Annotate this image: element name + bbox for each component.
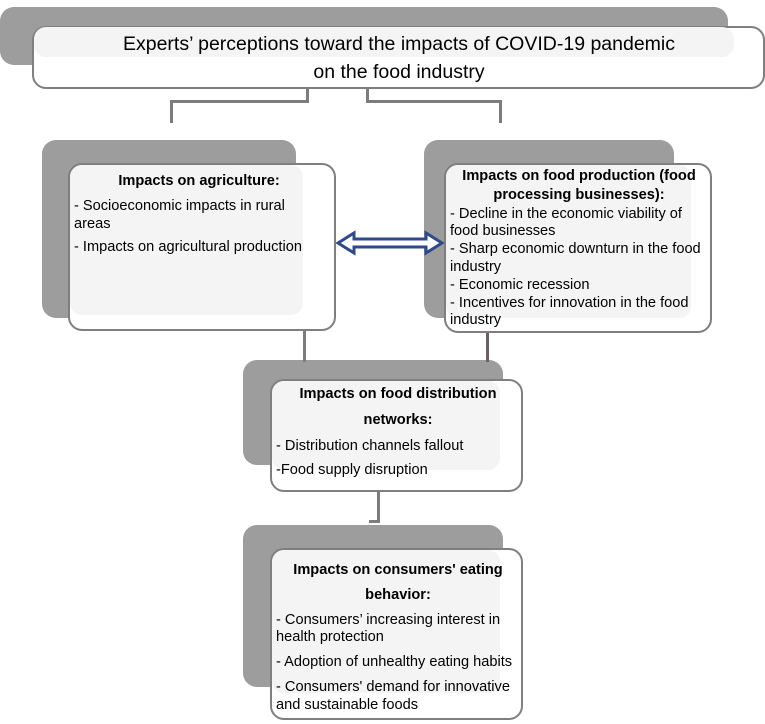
connector-agriculture-to-distribution	[303, 331, 306, 362]
consumers-item-1: - Adoption of unhealthy eating habits	[276, 654, 513, 671]
agriculture-content: Impacts on agriculture: - Socioeconomic …	[74, 173, 324, 263]
connector-title-right-vertical-bottom	[499, 100, 502, 123]
food-production-text-plate	[446, 165, 691, 318]
connector-food-production-to-distribution	[486, 333, 489, 362]
food-production-header-line-2: processing businesses):	[493, 186, 665, 203]
consumers-content: Impacts on consumers' eating behavior: -…	[276, 562, 520, 722]
distribution-header-line-2: networks:	[363, 411, 433, 428]
title-line-2: on the food industry	[313, 60, 485, 83]
consumers-text-plate	[272, 550, 500, 693]
connector-distribution-to-consumers-tick	[369, 520, 380, 523]
food-production-header-line-1: Impacts on food production (food	[462, 168, 696, 184]
title-line-1: Experts’ perceptions toward the impacts …	[122, 33, 676, 55]
connector-title-right-vertical-top	[366, 89, 369, 103]
consumers-item-0: - Consumers’ increasing interest in heal…	[276, 611, 501, 646]
food-production-item-3: - Incentives for innovation in the food …	[450, 294, 689, 329]
distribution-text-plate	[272, 381, 500, 470]
double-headed-arrow-icon	[336, 230, 444, 256]
consumers-item-2: - Consumers' demand for innovative and s…	[276, 678, 510, 713]
connector-title-left-horizontal	[170, 100, 309, 103]
connector-title-right-horizontal	[366, 100, 502, 103]
distribution-content: Impacts on food distribution networks: -…	[276, 386, 520, 487]
food-production-item-1: - Sharp economic downturn in the food in…	[450, 241, 701, 275]
agriculture-item-1: - Impacts on agricultural production	[74, 239, 302, 256]
agriculture-header: Impacts on agriculture:	[118, 173, 280, 189]
title-text-plate	[34, 27, 734, 57]
distribution-header-line-1: Impacts on food distribution	[299, 386, 497, 402]
consumers-header-line-2: behavior:	[365, 586, 431, 603]
page-title: Experts’ perceptions toward the impacts …	[40, 31, 758, 86]
food-production-item-0: - Decline in the economic viability of f…	[450, 205, 682, 240]
consumers-header-line-1: Impacts on consumers' eating	[293, 562, 503, 578]
food-production-content: Impacts on food production (food process…	[450, 168, 708, 330]
connector-distribution-to-consumers-vertical	[377, 492, 380, 523]
agriculture-item-0: - Socioeconomic impacts in rural areas	[74, 197, 285, 232]
food-production-item-2: - Economic recession	[450, 276, 590, 293]
distribution-item-1: -Food supply disruption	[276, 462, 428, 479]
connector-title-left-vertical-bottom	[170, 100, 173, 123]
connector-title-left-vertical-top	[306, 89, 309, 103]
distribution-item-0: - Distribution channels fallout	[276, 437, 464, 454]
agriculture-text-plate	[70, 165, 303, 315]
